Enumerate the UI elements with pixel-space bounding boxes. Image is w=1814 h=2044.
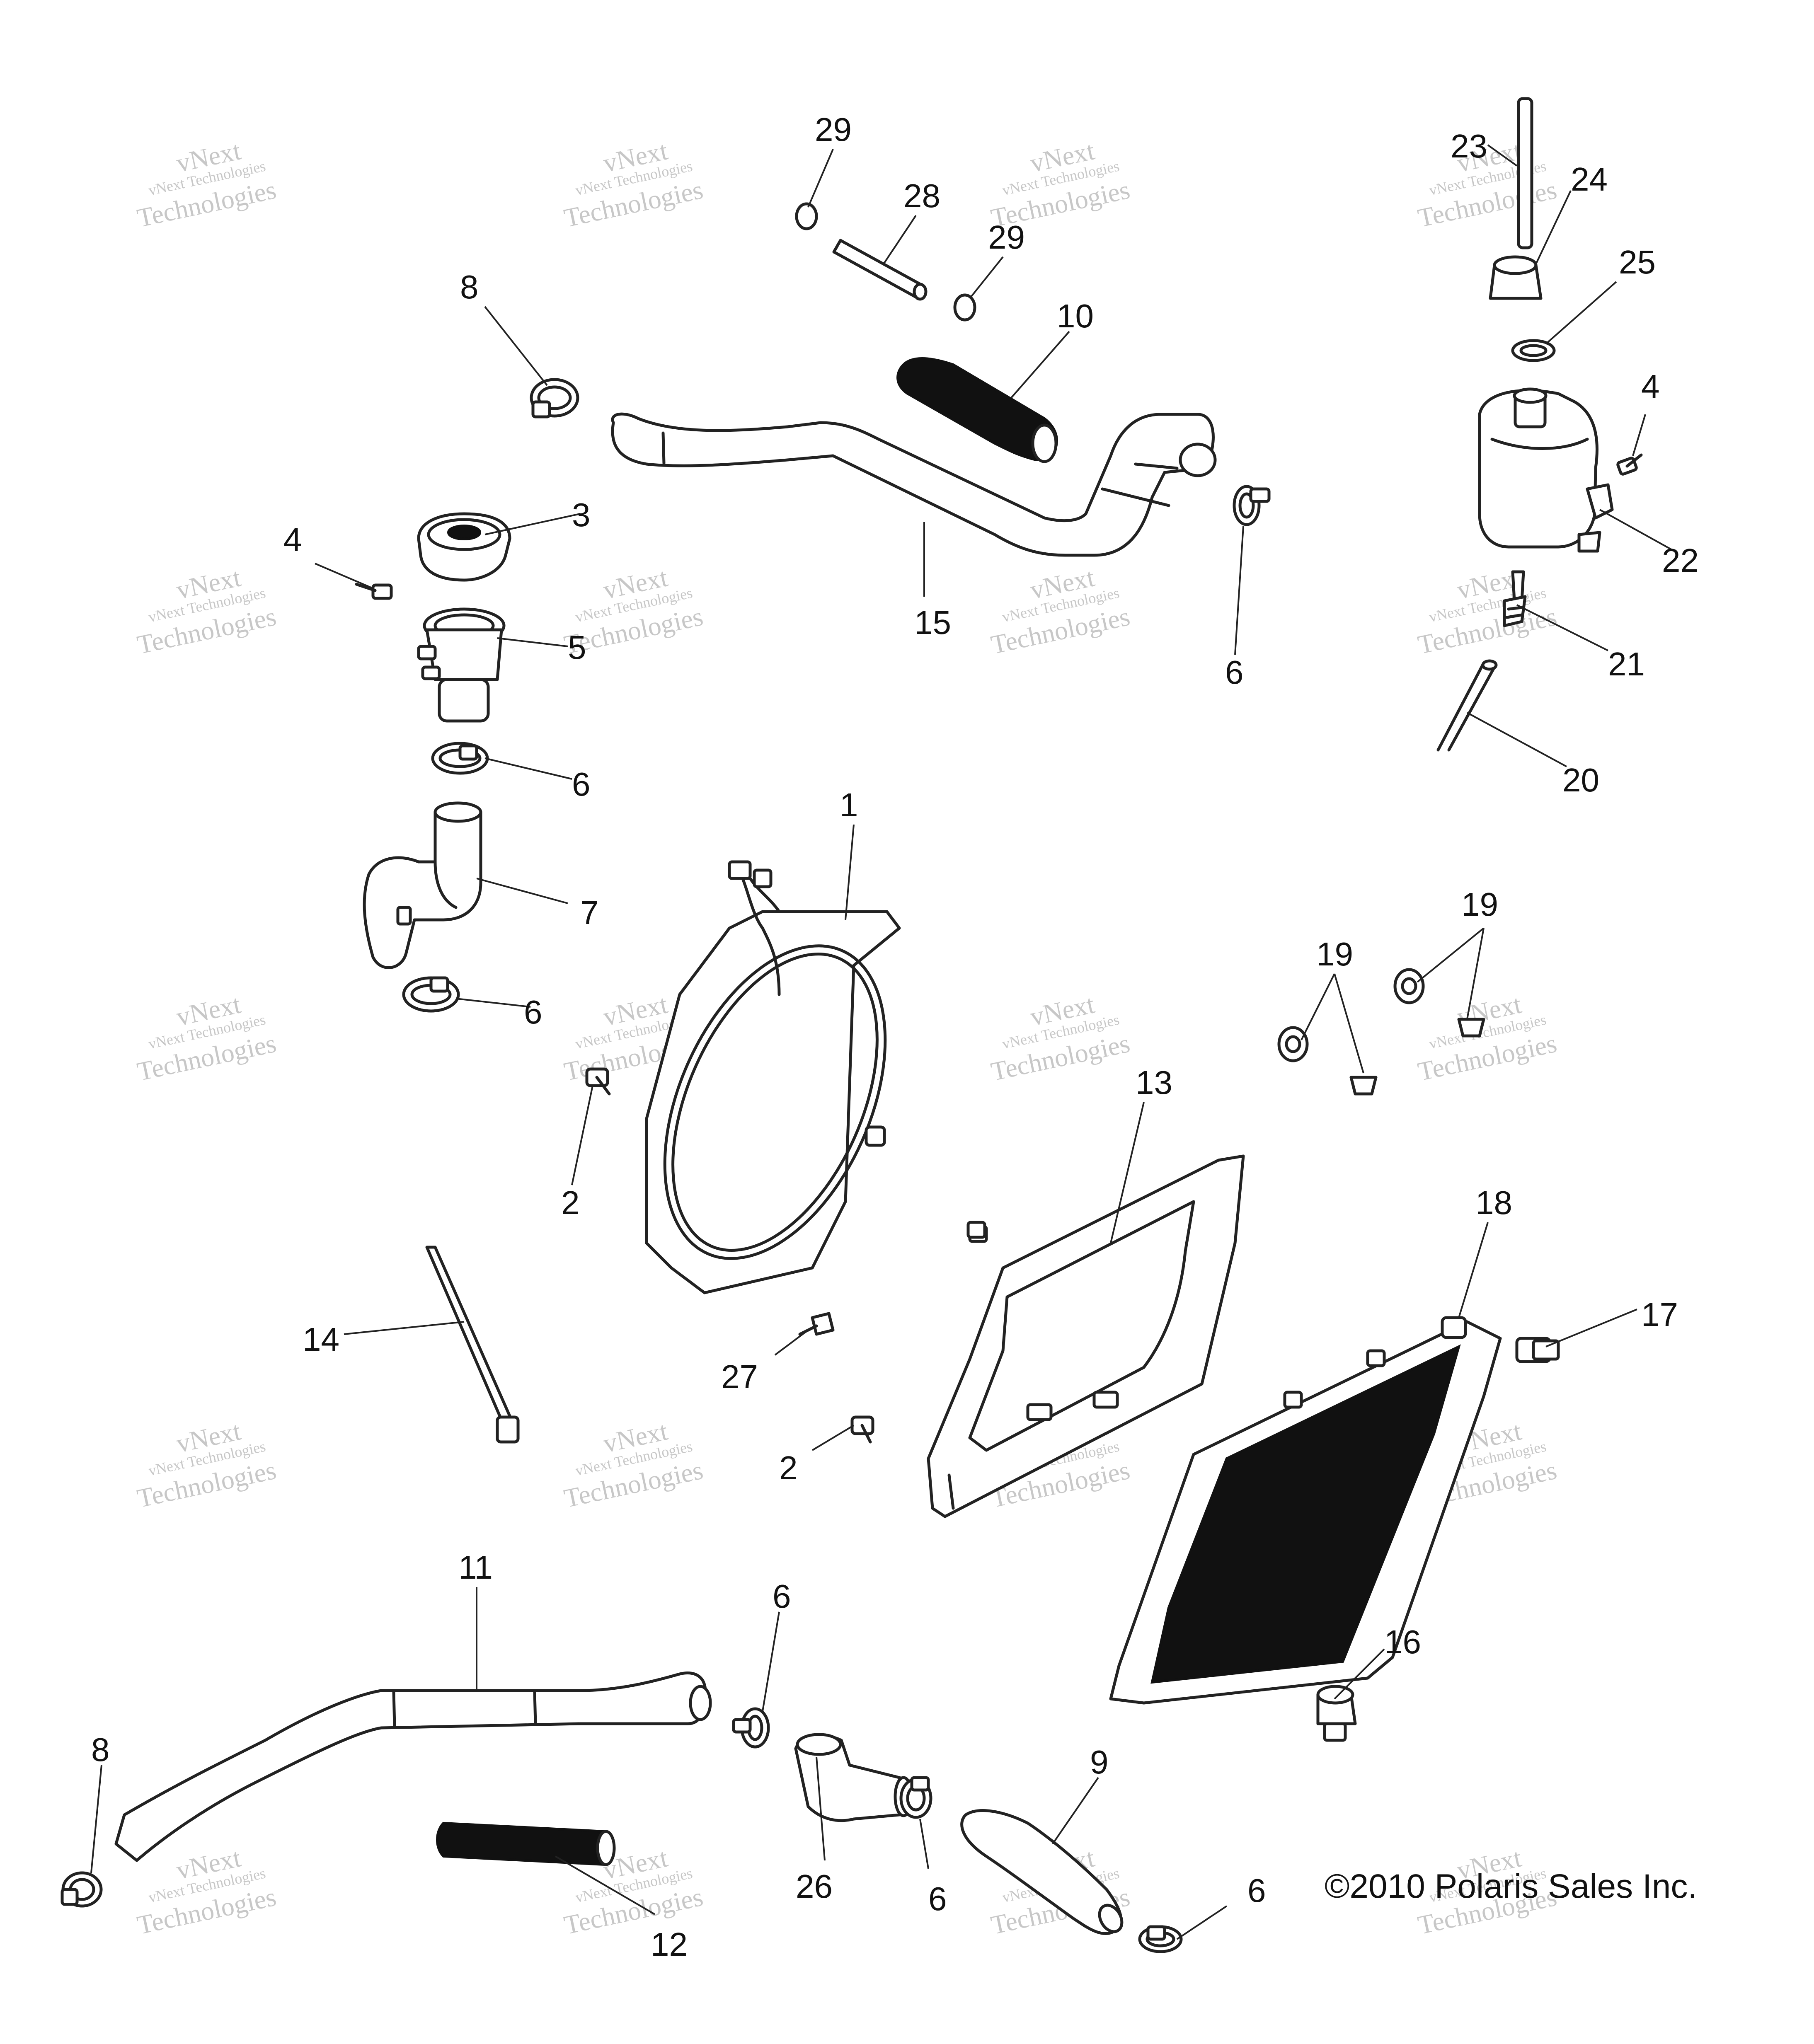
part-19-grommet-right <box>1393 968 1485 1038</box>
part-24-reservoir-cap <box>1489 255 1543 300</box>
callout-22: 22 <box>1662 542 1699 579</box>
part-11-lower-radiator-hose <box>114 1671 712 1862</box>
part-29-clamp-top <box>795 202 818 230</box>
part-26-tee-fitting <box>794 1733 913 1822</box>
callout-21: 21 <box>1608 646 1645 682</box>
part-15-upper-radiator-hose <box>611 412 1217 557</box>
callout-6: 6 <box>1247 1872 1266 1909</box>
part-19-grommet-left <box>1277 1026 1378 1096</box>
part-10-hose-sleeve-upper <box>896 357 1058 463</box>
part-18-radiator <box>1109 1316 1502 1705</box>
callout-26: 26 <box>796 1868 833 1905</box>
callout-2: 2 <box>561 1184 580 1221</box>
part-17-bolt <box>1515 1337 1560 1363</box>
part-1-fan-assembly <box>645 860 901 1294</box>
part-13-fan-shroud <box>927 1154 1245 1518</box>
part-6-clamp-f <box>1138 1925 1183 1953</box>
part-23-vent-tube <box>1517 97 1533 249</box>
part-20-overflow-hose <box>1436 659 1498 752</box>
part-9-short-hose <box>960 1809 1124 1935</box>
part-22-coolant-reservoir <box>1478 387 1614 553</box>
part-27-wire-clip <box>798 1312 835 1336</box>
watermark: vNext vNext Technologies Technologies <box>562 135 706 233</box>
callout-29: 29 <box>988 219 1025 256</box>
callout-12: 12 <box>651 1926 688 1963</box>
leader-lines <box>90 144 1675 1940</box>
part-14-cable-tie <box>425 1246 520 1444</box>
callout-15: 15 <box>914 604 951 641</box>
watermark: vNext vNext Technologies Technologies <box>135 135 279 233</box>
watermark: vNext vNext Technologies Technologies <box>135 1416 279 1513</box>
callout-6: 6 <box>1225 654 1244 691</box>
callout-6: 6 <box>572 766 591 803</box>
watermark: vNext vNext Technologies Technologies <box>135 562 279 660</box>
callout-16: 16 <box>1384 1623 1421 1660</box>
callout-2: 2 <box>779 1449 798 1486</box>
callout-8: 8 <box>460 269 479 305</box>
callout-19: 19 <box>1316 936 1353 972</box>
callout-28: 28 <box>903 177 940 214</box>
watermark: vNext vNext Technologies Technologies <box>562 1416 706 1513</box>
callout-4: 4 <box>283 521 302 558</box>
part-28-tube <box>832 239 928 301</box>
watermark: vNext vNext Technologies Technologies <box>988 562 1133 660</box>
callout-11: 11 <box>458 1549 493 1586</box>
part-8-clamp-lower <box>61 1871 103 1908</box>
part-2-bolt-upper <box>585 1067 611 1096</box>
callout-3: 3 <box>572 496 591 533</box>
callout-20: 20 <box>1562 762 1599 798</box>
callout-6: 6 <box>773 1578 791 1615</box>
part-4-screw-right <box>1616 453 1643 476</box>
part-6-clamp-a <box>1233 485 1271 526</box>
callout-7: 7 <box>580 894 599 931</box>
callout-13: 13 <box>1136 1064 1172 1101</box>
callout-1: 1 <box>840 786 858 823</box>
callout-23: 23 <box>1451 128 1487 164</box>
part-13-fastener <box>966 1221 986 1239</box>
callout-9: 9 <box>1090 1744 1109 1780</box>
callout-19: 19 <box>1461 886 1498 923</box>
watermark: vNext vNext Technologies Technologies <box>1415 562 1560 660</box>
watermark: vNext vNext Technologies Technologies <box>135 989 279 1086</box>
watermark: vNext vNext Technologies Technologies <box>988 135 1133 233</box>
part-5-filler-neck <box>417 607 506 723</box>
part-8-clamp-upper <box>530 378 579 418</box>
copyright-notice: ©2010 Polaris Sales Inc. <box>1325 1867 1697 1905</box>
callout-10: 10 <box>1057 298 1094 334</box>
callout-25: 25 <box>1619 244 1656 281</box>
callout-8: 8 <box>91 1731 110 1768</box>
callout-27: 27 <box>721 1358 758 1395</box>
part-29-clamp <box>953 293 976 322</box>
part-6-clamp-e <box>899 1776 932 1819</box>
callout-5: 5 <box>568 629 586 666</box>
part-25-seal-ring <box>1511 339 1556 362</box>
part-16-drain-plug <box>1316 1685 1357 1742</box>
part-3-radiator-cap <box>417 512 511 582</box>
callout-18: 18 <box>1475 1184 1512 1221</box>
watermark: vNext vNext Technologies Technologies <box>1415 989 1560 1086</box>
callout-6: 6 <box>928 1880 947 1917</box>
watermark: vNext vNext Technologies Technologies <box>988 989 1133 1086</box>
callout-6: 6 <box>524 994 543 1030</box>
callout-24: 24 <box>1571 161 1608 198</box>
callout-4: 4 <box>1641 368 1660 405</box>
callout-29: 29 <box>815 111 852 148</box>
part-2-bolt-lower <box>850 1415 874 1444</box>
part-4-screw-left <box>355 583 393 600</box>
callout-17: 17 <box>1641 1296 1678 1333</box>
part-6-clamp-c <box>402 976 460 1013</box>
part-6-clamp-d <box>732 1707 770 1749</box>
part-21-hose-fitting <box>1503 570 1527 627</box>
part-6-clamp-b <box>431 742 489 775</box>
part-7-elbow-hose <box>363 801 482 969</box>
callout-labels: 29 28 29 23 24 25 8 10 4 3 4 22 5 15 6 2… <box>91 111 1699 1963</box>
callout-14: 14 <box>303 1321 339 1358</box>
watermarks: vNext vNext Technologies Technologies vN… <box>135 135 1560 1940</box>
part-12-hose-sleeve-lower <box>436 1821 616 1866</box>
